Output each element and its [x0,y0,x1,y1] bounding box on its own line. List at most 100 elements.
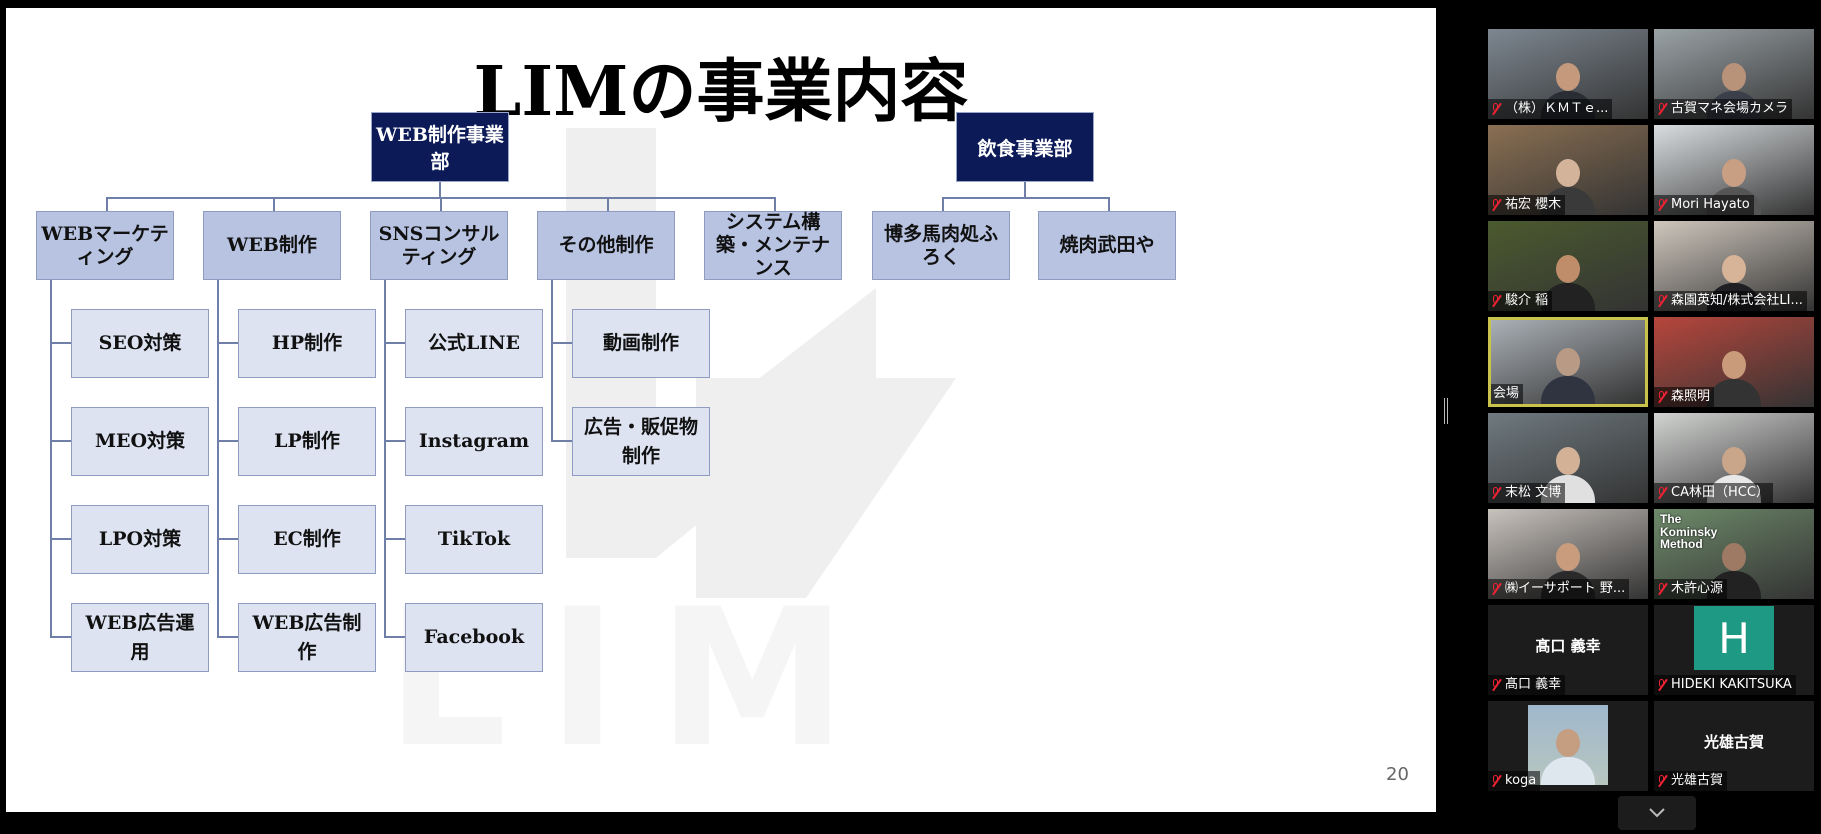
service-item: HP制作 [238,309,376,378]
mic-muted-icon [1490,102,1502,116]
service-item: Facebook [405,603,543,672]
participant-name: 駿介 稲 [1505,293,1549,308]
connector [384,342,406,344]
participant-nameplate: 祐宏 櫻木 [1488,195,1566,215]
mic-muted-icon [1490,774,1502,788]
panel-resize-handle[interactable] [1444,398,1450,424]
participant-tile[interactable]: 森照明 [1654,317,1814,407]
mic-muted-icon [1656,774,1668,788]
category-restaurant-furoku: 博多馬肉処ふろく [872,211,1010,280]
participant-tile[interactable]: Mori Hayato [1654,125,1814,215]
person-silhouette [1707,539,1761,599]
service-item: SEO対策 [71,309,209,378]
participant-tile[interactable]: （株）ＫＭＴｅ... [1488,29,1648,119]
participant-nameplate: 森照明 [1654,387,1715,407]
department-web: WEB制作事業部 [371,112,509,182]
avatar-initial: H [1694,606,1774,670]
connector [551,440,573,442]
participant-nameplate: ㈱イーサポート 野... [1488,579,1630,599]
mic-muted-icon [1490,198,1502,212]
participant-tile[interactable]: 末松 文博 [1488,413,1648,503]
participant-tile[interactable]: ㈱イーサポート 野... [1488,509,1648,599]
connector [384,538,406,540]
connector [942,197,1110,199]
connector [1024,182,1026,198]
connector [439,182,441,198]
participant-tile[interactable]: 光雄古賀光雄古賀 [1654,701,1814,791]
mic-muted-icon [1490,486,1502,500]
watermark-text: LIM [386,568,887,789]
service-item: Instagram [405,407,543,476]
mic-muted-icon [1656,582,1668,596]
participant-tile[interactable]: koga [1488,701,1648,791]
connector [217,440,239,442]
participant-nameplate: 木許心源 [1654,579,1728,599]
mic-muted-icon [1656,198,1668,212]
mic-muted-icon [1656,294,1668,308]
participant-tile[interactable]: The Kominsky Method 木許心源 [1654,509,1814,599]
participant-nameplate: 末松 文博 [1488,483,1566,503]
participant-name: CA林田（HCC） [1671,485,1769,500]
shared-slide: LIM LIMの事業内容 WEB制作事業部 飲食事業部 WEBマーケティング W… [6,8,1436,812]
participant-nameplate: 古賀マネ会場カメラ [1654,99,1793,119]
connector [50,280,52,638]
page-number: 20 [1386,764,1409,785]
participant-display-name: 光雄古賀 [1703,733,1764,751]
category-web-marketing: WEBマーケティング [36,211,174,280]
participant-name: Mori Hayato [1671,197,1750,212]
connector [217,280,219,638]
connector [942,197,944,211]
participant-name: ㈱イーサポート 野... [1505,581,1626,596]
video-overlay-text: The Kominsky Method [1660,512,1718,552]
participant-nameplate: Mori Hayato [1654,195,1754,215]
person-silhouette [1541,344,1595,404]
slide-title: LIMの事業内容 [473,52,969,132]
participant-name: 古賀マネ会場カメラ [1671,101,1789,116]
service-item: TikTok [405,505,543,574]
participant-tile[interactable]: CA林田（HCC） [1654,413,1814,503]
connector [50,440,72,442]
connector [217,636,239,638]
service-item: LPO対策 [71,505,209,574]
participant-name: 祐宏 櫻木 [1505,197,1562,212]
connector [50,538,72,540]
participant-name: 森照明 [1671,389,1711,404]
participant-display-name: 髙口 義幸 [1535,637,1601,655]
mic-muted-icon [1656,486,1668,500]
participant-name: koga [1505,773,1537,788]
connector [440,197,442,211]
participant-nameplate: HIDEKI KAKITSUKA [1654,675,1796,695]
service-item: 広告・販促物制作 [572,407,710,476]
participant-tile[interactable]: 会場 [1488,317,1648,407]
connector [1108,197,1110,211]
connector [217,538,239,540]
category-system: システム構築・メンテナンス [704,211,842,280]
category-other-production: その他制作 [537,211,675,280]
connector [50,636,72,638]
participant-name: HIDEKI KAKITSUKA [1671,677,1792,692]
participant-tile[interactable]: 駿介 稲 [1488,221,1648,311]
mic-muted-icon [1656,678,1668,692]
mic-muted-icon [1656,390,1668,404]
participant-nameplate: 髙口 義幸 [1488,675,1566,695]
gallery-scroll-down-button[interactable] [1618,796,1696,830]
participant-tile[interactable]: 髙口 義幸髙口 義幸 [1488,605,1648,695]
category-restaurant-takedaya: 焼肉武田や [1038,211,1176,280]
participant-name: 森園英知/株式会社LI... [1671,293,1803,308]
participant-tile[interactable]: 森園英知/株式会社LI... [1654,221,1814,311]
service-item: MEO対策 [71,407,209,476]
service-item: 動画制作 [572,309,710,378]
participant-tile[interactable]: 祐宏 櫻木 [1488,125,1648,215]
service-item: LP制作 [238,407,376,476]
participant-tile[interactable]: H HIDEKI KAKITSUKA [1654,605,1814,695]
connector [384,280,386,638]
category-web-production: WEB制作 [203,211,341,280]
connector [273,197,275,211]
participant-nameplate: 光雄古賀 [1654,771,1728,791]
connector [607,197,609,211]
connector [106,197,108,211]
connector [50,342,72,344]
participant-nameplate: （株）ＫＭＴｅ... [1488,99,1613,119]
participant-tile[interactable]: 古賀マネ会場カメラ [1654,29,1814,119]
